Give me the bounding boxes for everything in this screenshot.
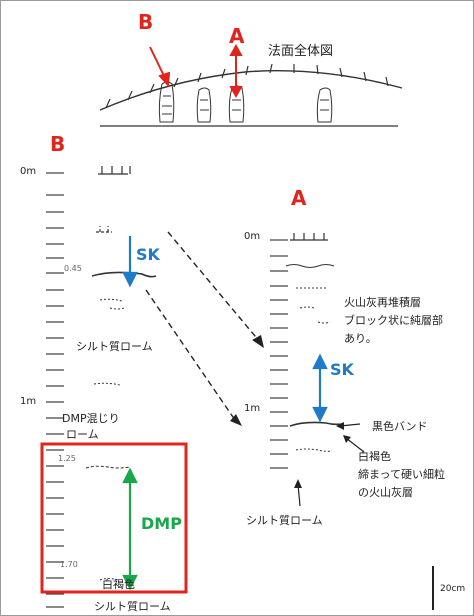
column-b-ticks — [46, 172, 64, 608]
column-b-sk-arrow — [122, 236, 138, 288]
column-a-note-3: あり。 — [344, 332, 377, 345]
scale-bar-label: 20cm — [440, 584, 466, 594]
slope-surface-line — [99, 70, 403, 111]
column-a-compact-2: の火山灰層 — [358, 486, 413, 499]
correlation-arrowheads — [230, 335, 264, 426]
column-a-compact-1: 締まって硬い細粒 — [358, 468, 446, 481]
column-b-label: B — [50, 132, 66, 156]
dmp-highlight-box — [40, 442, 188, 594]
column-a-sketch — [285, 233, 343, 452]
slope-vegetation-ticks — [105, 63, 389, 109]
column-a-depth-0: 0m — [244, 231, 261, 242]
column-b-tick-125: 1.25 — [58, 454, 76, 463]
column-b-tick-045: 0.45 — [64, 264, 82, 273]
column-a-ticks — [270, 239, 288, 469]
overview-title: 法面全体図 — [268, 44, 334, 59]
overview-marker-arrows — [149, 43, 243, 99]
column-a-silt-loam: シルト質ローム — [246, 514, 323, 527]
column-b-white-brown: 白褐色 — [102, 578, 135, 591]
outcrop-pillar-b — [158, 81, 175, 123]
column-b-dmp-label: DMP — [141, 514, 182, 533]
column-b-depth-0: 0m — [20, 166, 37, 177]
column-a-sk-arrow — [312, 353, 328, 423]
column-a-leader-heads — [294, 422, 351, 488]
outcrop-pillar-2 — [196, 87, 212, 123]
column-a-sk-label: SK — [330, 360, 354, 379]
column-b-dmp-mixed-2: ローム — [66, 428, 99, 441]
column-b-sk-label: SK — [136, 245, 160, 264]
outcrop-pillar-4 — [316, 87, 333, 123]
column-a-label: A — [291, 186, 307, 210]
column-a-note-1: 火山灰再堆積層 — [344, 296, 421, 309]
dmp-arrow — [122, 467, 138, 591]
column-b-dmp-mixed-1: DMP混じり — [62, 412, 120, 425]
column-b-depth-1: 1m — [20, 396, 37, 407]
overview-marker-a: A — [229, 24, 245, 48]
overview-sketch — [99, 63, 403, 127]
column-b-tick-170: 1.70 — [60, 560, 78, 569]
marker-b-arrow — [149, 46, 166, 79]
column-a-black-band: 黒色バンド — [372, 420, 428, 433]
column-b-sketch — [85, 166, 157, 581]
column-b-silt-loam-bottom: シルト質ローム — [94, 600, 171, 613]
column-a-leaders — [297, 423, 365, 507]
column-a-white-brown: 白褐色 — [358, 450, 391, 463]
column-b-silt-loam: シルト質ローム — [76, 340, 153, 353]
overview-marker-b: B — [138, 10, 154, 34]
column-a-note-2: ブロック状に純層部 — [344, 314, 443, 327]
correlation-dashes — [145, 231, 261, 421]
column-a-depth-1: 1m — [244, 403, 261, 414]
